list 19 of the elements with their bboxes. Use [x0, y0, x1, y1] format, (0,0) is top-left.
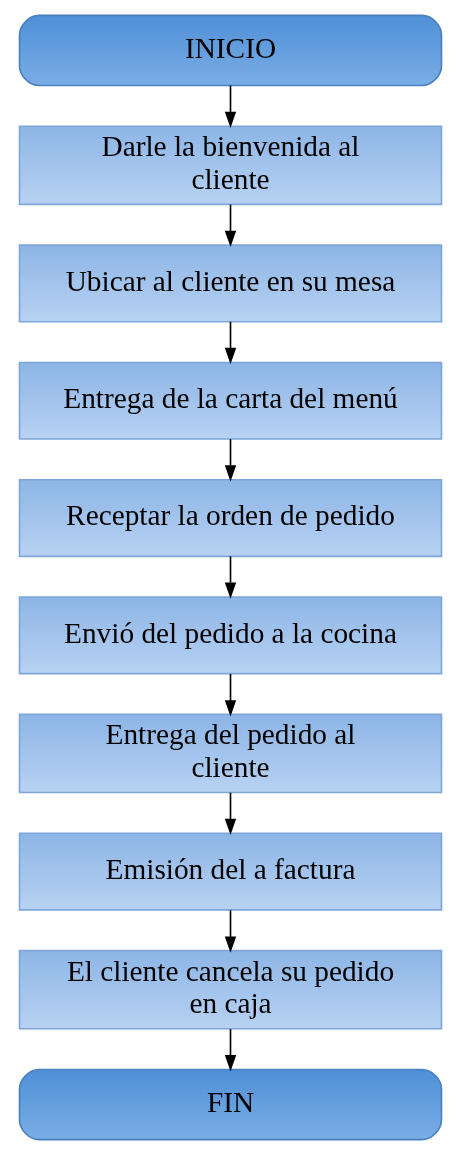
arrow [224, 791, 237, 836]
node-box: Emisión del a factura [18, 832, 443, 911]
node-box: Receptar la orden de pedido [18, 478, 443, 558]
arrow [224, 1028, 237, 1072]
node-box: Entrega de la carta del menú [18, 361, 443, 440]
node-box: Ubicar al cliente en su mesa [18, 244, 443, 323]
node-box: INICIO [18, 14, 443, 87]
node-box: Envió del pedido a la cocina [18, 596, 443, 675]
node-box: Entrega del pedido al cliente [18, 713, 443, 794]
node-box: FIN [18, 1068, 443, 1141]
arrow [224, 320, 237, 365]
node-box: Darle la bienvenida al cliente [18, 125, 443, 206]
arrow [224, 909, 237, 953]
arrow [224, 438, 237, 482]
arrow [224, 555, 237, 599]
arrow [224, 84, 237, 128]
node-box: El cliente cancela su pedido en caja [18, 949, 443, 1030]
arrow [224, 203, 237, 247]
arrow [224, 673, 237, 717]
